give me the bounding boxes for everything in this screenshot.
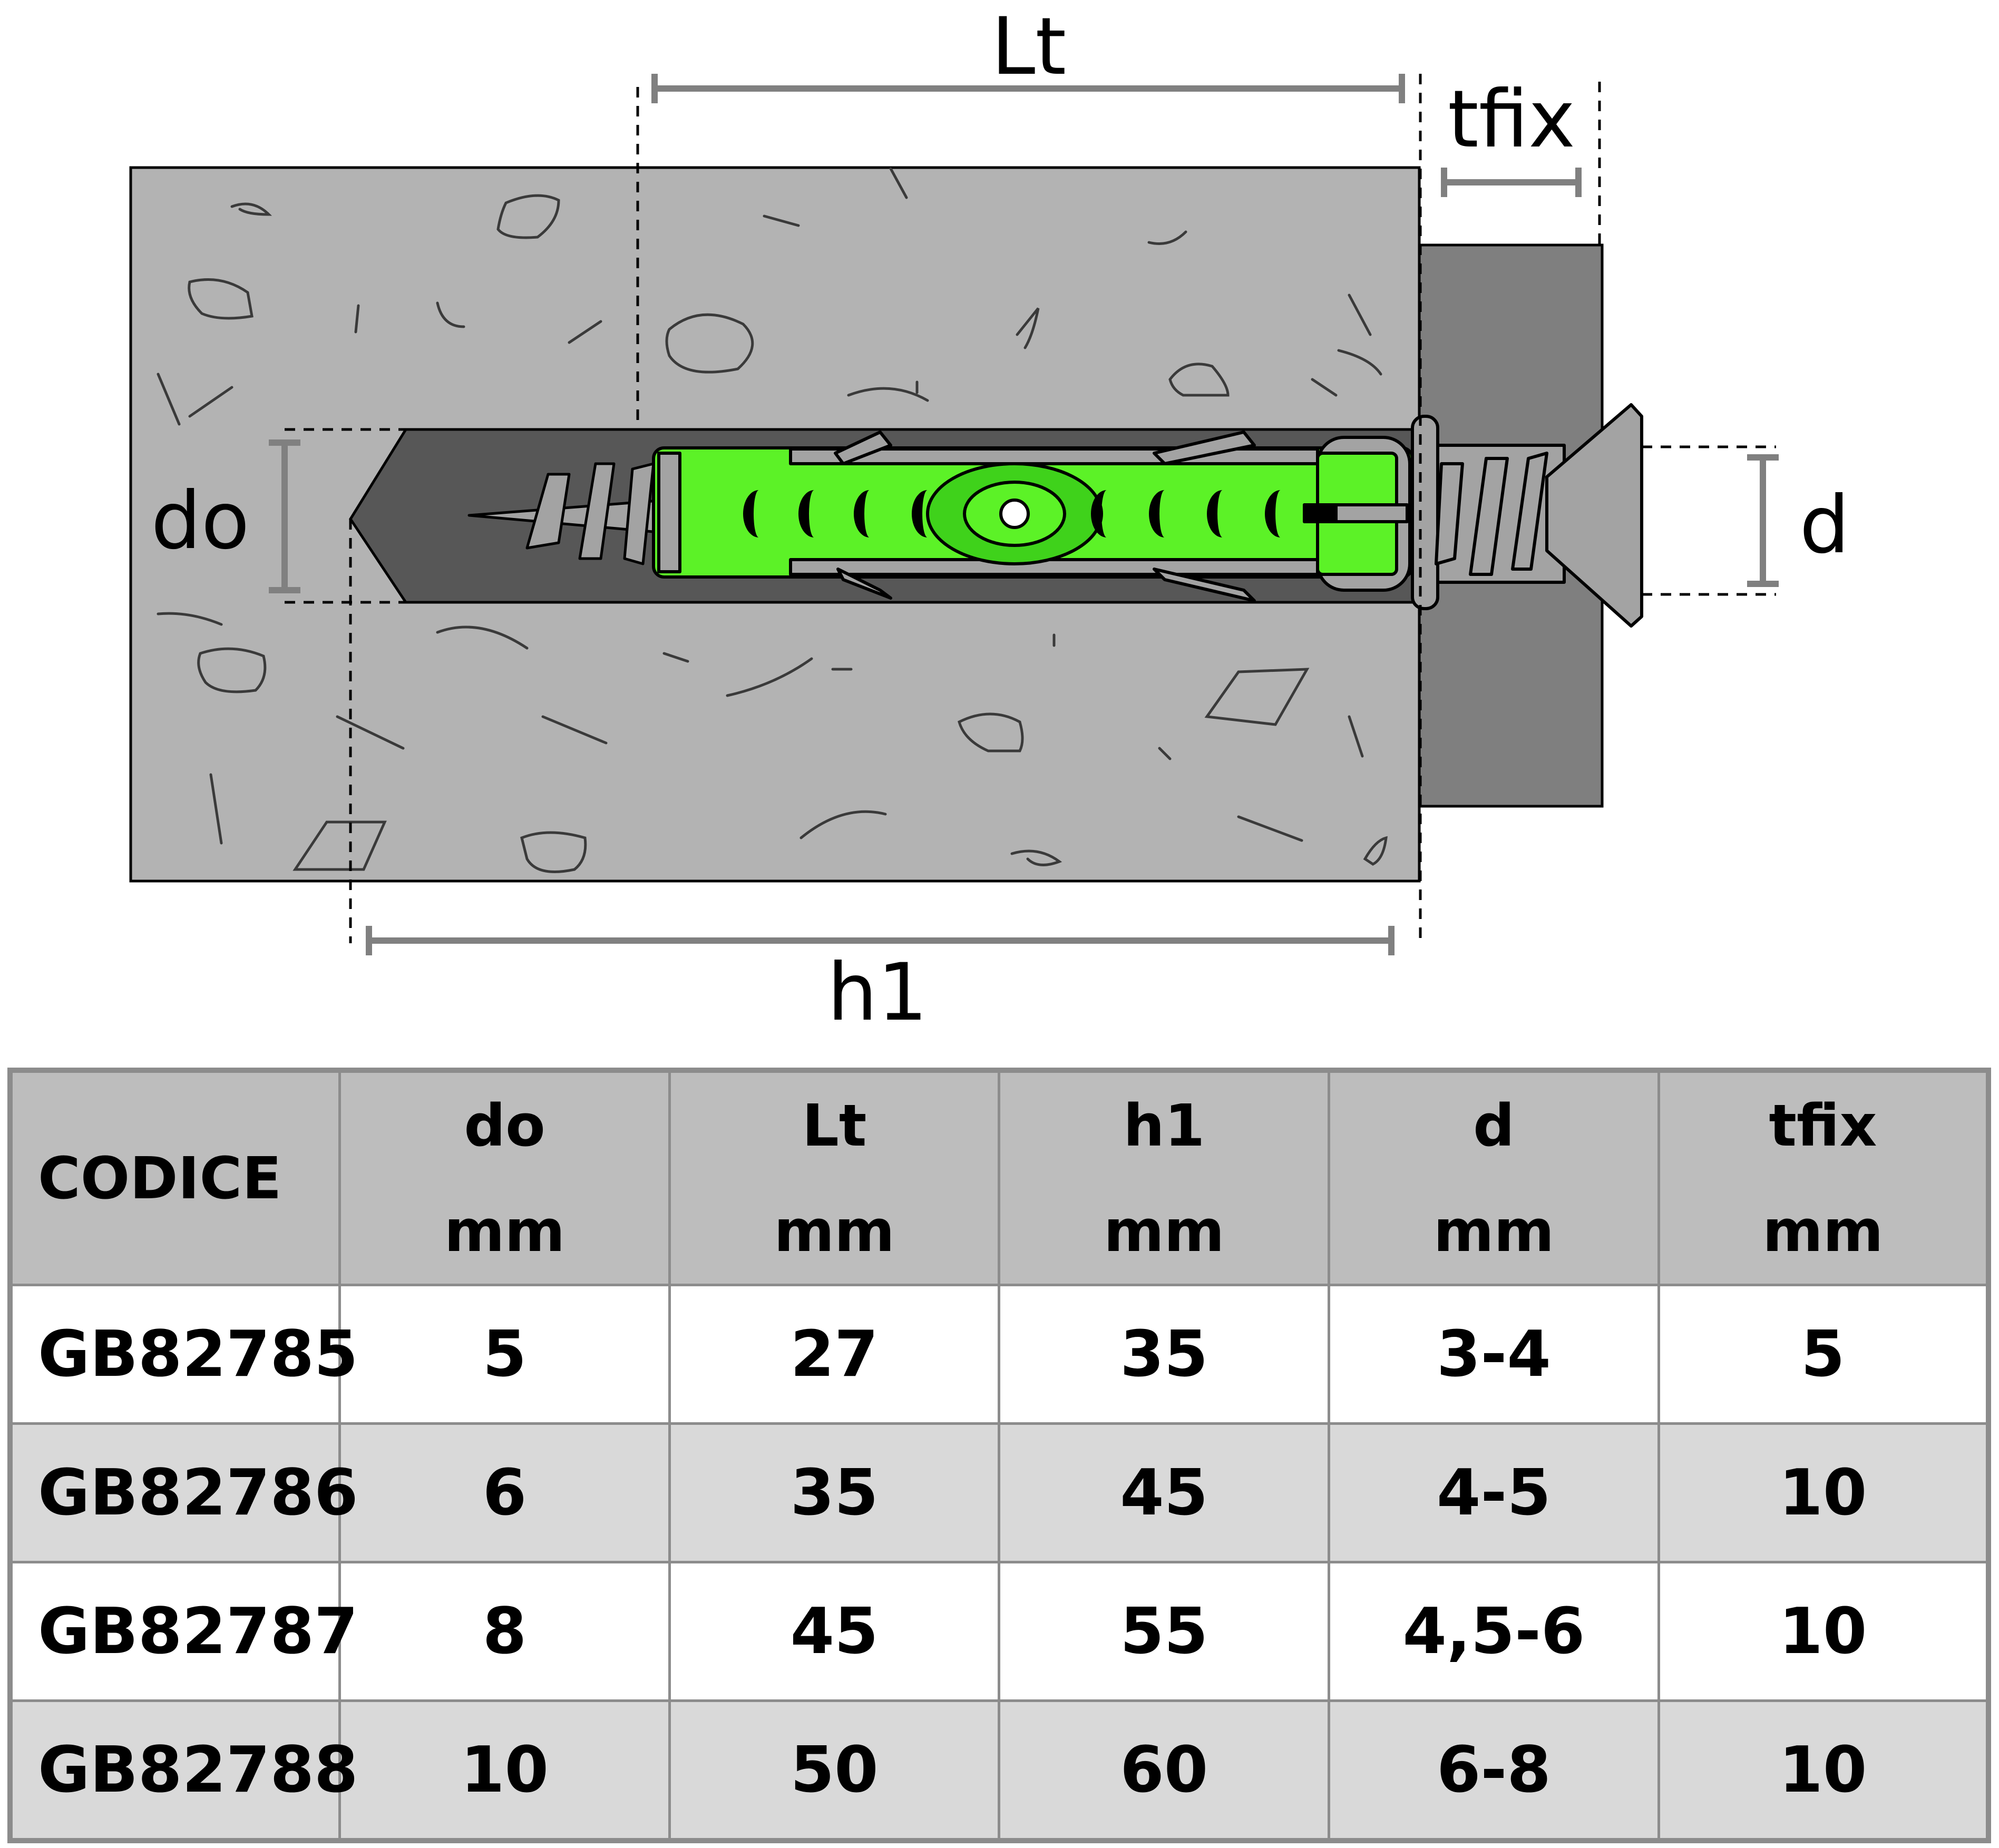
cell-lt: 35 [668, 1422, 1001, 1563]
table-row: GB82788 10 50 60 6-8 10 [8, 1699, 1990, 1842]
spec-table-body: GB82785 5 27 35 3-4 5 GB82786 6 35 45 4-… [8, 1284, 1990, 1842]
col-header-tfix-label: tfix [1769, 1092, 1877, 1159]
plug-slots [743, 490, 1281, 537]
table-row: GB82787 8 45 55 4,5-6 10 [8, 1561, 1990, 1702]
spec-table: CODICE do mm Lt mm h1 mm d mm tfix mm [7, 1068, 1991, 1843]
screw-threads [467, 462, 660, 565]
cell-h1: 55 [998, 1561, 1331, 1702]
cell-h1: 35 [998, 1284, 1331, 1425]
cell-do: 6 [338, 1422, 671, 1563]
table-row: GB82785 5 27 35 3-4 5 [8, 1284, 1990, 1425]
header-row: CODICE do mm Lt mm h1 mm d mm tfix mm [8, 1069, 1990, 1286]
screw-head [1435, 403, 1643, 628]
cell-do: 10 [338, 1699, 671, 1842]
dimension-lines [269, 74, 1779, 955]
cell-h1: 60 [998, 1699, 1331, 1842]
cell-code: GB82786 [8, 1422, 358, 1563]
col-header-do-label: do [464, 1092, 545, 1159]
col-header-h1: h1 mm [998, 1069, 1331, 1286]
label-lt: Lt [991, 1, 1066, 93]
col-header-code-label: CODICE [38, 1145, 282, 1212]
col-header-d-label: d [1473, 1092, 1515, 1159]
cell-d: 4,5-6 [1328, 1561, 1660, 1702]
cell-code: GB82785 [8, 1284, 358, 1425]
cell-h1: 45 [998, 1422, 1331, 1563]
col-header-h1-unit: mm [1104, 1197, 1225, 1265]
cell-code: GB82788 [8, 1699, 358, 1842]
cell-tfix: 10 [1657, 1422, 1990, 1563]
cell-d: 4-5 [1328, 1422, 1660, 1563]
label-do: do [151, 475, 250, 567]
cell-d: 6-8 [1328, 1699, 1660, 1842]
concrete-texture [157, 167, 1388, 873]
col-header-d: d mm [1328, 1069, 1660, 1286]
cell-do: 5 [338, 1284, 671, 1425]
table-row: GB82786 6 35 45 4-5 10 [8, 1422, 1990, 1563]
col-header-code: CODICE [8, 1069, 342, 1286]
cell-tfix: 5 [1657, 1284, 1990, 1425]
cell-code: GB82787 [8, 1561, 358, 1702]
plug-body [652, 431, 1414, 602]
cell-do: 8 [338, 1561, 671, 1702]
cell-tfix: 10 [1657, 1561, 1990, 1702]
col-header-do: do mm [338, 1069, 671, 1286]
cell-lt: 45 [668, 1561, 1001, 1702]
col-header-lt-unit: mm [774, 1197, 895, 1265]
col-header-h1-label: h1 [1123, 1092, 1205, 1159]
col-header-lt-label: Lt [802, 1092, 867, 1159]
col-header-lt: Lt mm [668, 1069, 1001, 1286]
spec-table-header: CODICE do mm Lt mm h1 mm d mm tfix mm [8, 1069, 1990, 1286]
col-header-tfix-unit: mm [1762, 1197, 1884, 1265]
label-d: d [1799, 480, 1849, 571]
col-header-d-unit: mm [1433, 1197, 1555, 1265]
plug-collar [1411, 415, 1439, 610]
cell-d: 3-4 [1328, 1284, 1660, 1425]
label-tfix: tfix [1448, 74, 1575, 165]
col-header-do-unit: mm [444, 1197, 565, 1265]
cell-tfix: 10 [1657, 1699, 1990, 1842]
cell-lt: 50 [668, 1699, 1001, 1842]
label-h1: h1 [827, 947, 928, 1033]
cell-lt: 27 [668, 1284, 1001, 1425]
col-header-tfix: tfix mm [1657, 1069, 1990, 1286]
dimension-extension-lines [285, 74, 1776, 943]
anchor-diagram: Lt tfix do d h1 [129, 1, 1850, 1033]
